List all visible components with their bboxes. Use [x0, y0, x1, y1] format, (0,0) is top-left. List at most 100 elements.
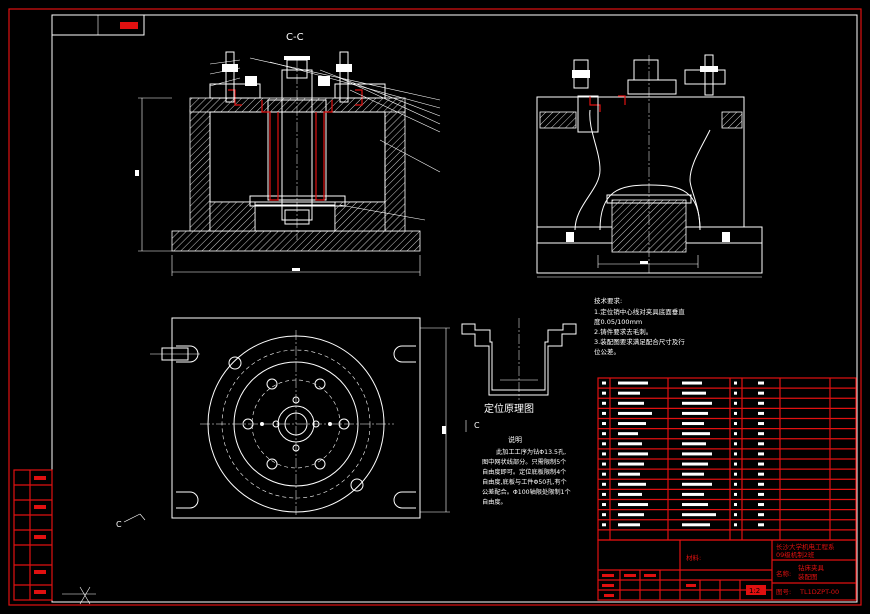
principle-sketch: 定位原理图 C: [461, 318, 577, 432]
parts-list-entry: [618, 452, 648, 456]
parts-list-entry: [682, 391, 706, 395]
plan-view: C: [116, 317, 450, 529]
tech-requirements: 技术要求: 1.定位销中心线对夹具底面垂直 度0.05/100mm 2.铸件要求…: [594, 296, 685, 356]
tech-req-title: 技术要求:: [594, 296, 622, 305]
parts-list-material: [758, 381, 764, 385]
parts-list-entry: [618, 442, 642, 446]
notes-block: 说明 此加工工序为钻Φ13.5孔, 图中网状线部分。只需限制5个 自由度即可。定…: [482, 435, 571, 506]
parts-list-entry: [682, 432, 710, 436]
parts-list-entry: [618, 492, 642, 496]
parts-list-entry: [682, 472, 704, 476]
tech-req-line: 2.铸件要求去毛刺。: [594, 327, 652, 336]
side-view: [536, 54, 763, 278]
parts-list-material: [758, 503, 764, 507]
notes-title: 说明: [508, 435, 522, 444]
tech-req-line: 位公差。: [594, 347, 620, 356]
notes-line: 自由度。: [482, 498, 507, 506]
drawing-name-line1: 钻床夹具: [798, 563, 825, 572]
section-label: C-C: [286, 32, 304, 43]
parts-list-entry: [618, 472, 640, 476]
parts-list-entry: [682, 492, 704, 496]
parts-list-entry: [682, 452, 712, 456]
parts-list-entry: [618, 462, 644, 466]
parts-list-entry: [682, 503, 708, 507]
parts-list-entry: [618, 523, 640, 527]
parts-list-qty: [734, 513, 737, 517]
notes-line: 图中网状线部分。只需限制5个: [482, 458, 566, 466]
section-mark-right: C: [474, 421, 480, 430]
parts-list-material: [758, 492, 764, 496]
parts-list-entry: [618, 381, 648, 385]
school-line2: 09级机制2班: [776, 550, 815, 559]
parts-list-material: [758, 482, 764, 486]
parts-list-qty: [734, 503, 737, 507]
parts-list-material: [758, 432, 764, 436]
parts-list-entry: [618, 513, 644, 517]
parts-list-entry: [682, 381, 702, 385]
parts-list-number: [602, 432, 606, 436]
title-block: 1:2 长沙大学机电工程系 09级机制2班 名称: 钻床夹具 装配图 材料: 图…: [597, 539, 857, 601]
parts-list-number: [602, 442, 606, 446]
parts-list-qty: [734, 452, 737, 456]
parts-list-number: [602, 411, 606, 415]
plan-holes: [228, 356, 364, 492]
scale-text: 1:2: [749, 587, 760, 595]
parts-list-number: [602, 492, 606, 496]
parts-list-entry: [618, 422, 646, 426]
drawing-no-label: 图号:: [776, 588, 791, 596]
parts-list-material: [758, 422, 764, 426]
tech-req-line: 3.装配图要求满足配合尺寸及行: [594, 337, 685, 346]
notes-line: 自由度,底板与工件Φ50孔,有个: [482, 478, 567, 486]
parts-list: [597, 377, 857, 541]
parts-list-number: [602, 462, 606, 466]
parts-list-entry: [682, 523, 710, 527]
parts-list-material: [758, 411, 764, 415]
parts-list-material: [758, 523, 764, 527]
parts-list-entry: [682, 462, 708, 466]
parts-list-material: [758, 472, 764, 476]
parts-list-number: [602, 381, 606, 385]
parts-list-number: [602, 503, 606, 507]
parts-list-qty: [734, 401, 737, 405]
parts-list-number: [602, 401, 606, 405]
parts-list-number: [602, 452, 606, 456]
parts-list-qty: [734, 492, 737, 496]
parts-list-qty: [734, 422, 737, 426]
parts-list-entry: [618, 503, 648, 507]
parts-list-material: [758, 452, 764, 456]
parts-list-material: [758, 442, 764, 446]
parts-list-number: [602, 482, 606, 486]
parts-list-number: [602, 513, 606, 517]
parts-list-qty: [734, 381, 737, 385]
name-label: 名称:: [776, 569, 791, 578]
parts-list-entry: [682, 422, 704, 426]
parts-list-material: [758, 462, 764, 466]
parts-list-number: [602, 523, 606, 527]
parts-list-number: [602, 391, 606, 395]
section-mark-left: C: [116, 520, 122, 529]
parts-list-entry: [682, 513, 716, 517]
parts-list-qty: [734, 472, 737, 476]
drawing-name-line2: 装配图: [798, 572, 818, 581]
tech-req-line: 度0.05/100mm: [594, 317, 642, 326]
parts-list-qty: [734, 391, 737, 395]
parts-list-entry: [618, 482, 646, 486]
front-section-view: C-C: [135, 32, 441, 276]
drawing-frame: [8, 8, 862, 606]
principle-label: 定位原理图: [484, 402, 534, 415]
parts-list-material: [758, 401, 764, 405]
notes-line: 公差配合。Φ100轴限处限制1个: [482, 488, 571, 496]
parts-list-material: [758, 391, 764, 395]
parts-list-qty: [734, 482, 737, 486]
drawing-no: TL1DZPT-00: [799, 588, 839, 596]
school-line1: 长沙大学机电工程系: [776, 542, 835, 551]
parts-list-entry: [618, 401, 644, 405]
parts-list-entry: [618, 411, 652, 415]
tech-req-line: 1.定位销中心线对夹具底面垂直: [594, 307, 685, 316]
parts-list-qty: [734, 462, 737, 466]
parts-list-qty: [734, 411, 737, 415]
parts-list-material: [758, 513, 764, 517]
left-margin-strip: [13, 469, 53, 601]
parts-list-entry: [682, 401, 712, 405]
